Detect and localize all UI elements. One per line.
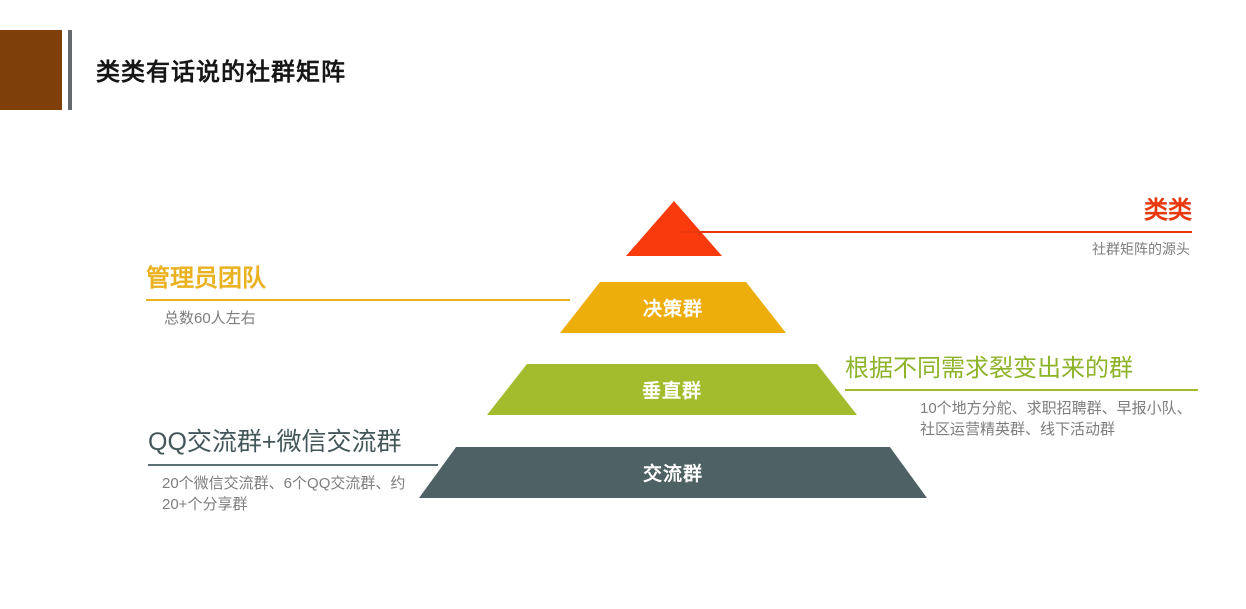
callout-apex: 类类 社群矩阵的源头	[680, 190, 1192, 260]
header-divider	[68, 30, 72, 110]
callout-admin-team-rule	[146, 299, 570, 301]
decision-trapezoid-shape	[560, 282, 786, 333]
callout-vertical-groups: 根据不同需求裂变出来的群 10个地方分舵、求职招聘群、早报小队、社区运营精英群、…	[845, 348, 1198, 441]
pyramid-layer-apex[interactable]	[626, 201, 722, 256]
pyramid-layer-decision[interactable]: 决策群	[560, 282, 786, 333]
callout-apex-description: 社群矩阵的源头	[1092, 241, 1190, 257]
callout-apex-rule	[680, 231, 1192, 233]
pyramid-layer-vertical[interactable]: 垂直群	[487, 364, 857, 415]
header-accent-block	[0, 30, 62, 110]
page-title: 类类有话说的社群矩阵	[96, 59, 346, 86]
vertical-trapezoid-shape	[487, 364, 857, 415]
community-trapezoid-shape	[419, 447, 927, 498]
callout-apex-title: 类类	[1144, 197, 1192, 224]
pyramid-layer-community[interactable]: 交流群	[419, 447, 927, 498]
callout-vertical-groups-description: 10个地方分舵、求职招聘群、早报小队、社区运营精英群、线下活动群	[920, 400, 1192, 439]
callout-chat-groups-description: 20个微信交流群、6个QQ交流群、约20+个分享群	[162, 475, 406, 514]
callout-chat-groups: QQ交流群+微信交流群 20个微信交流群、6个QQ交流群、约20+个分享群	[148, 422, 438, 516]
callout-chat-groups-rule	[148, 464, 438, 466]
callout-admin-team-description: 总数60人左右	[164, 310, 256, 327]
callout-vertical-groups-rule	[845, 389, 1198, 391]
callout-chat-groups-title: QQ交流群+微信交流群	[148, 428, 402, 456]
callout-admin-team-title: 管理员团队	[146, 265, 266, 292]
callout-admin-team: 管理员团队 总数60人左右	[146, 258, 570, 329]
callout-vertical-groups-title: 根据不同需求裂变出来的群	[845, 355, 1133, 382]
